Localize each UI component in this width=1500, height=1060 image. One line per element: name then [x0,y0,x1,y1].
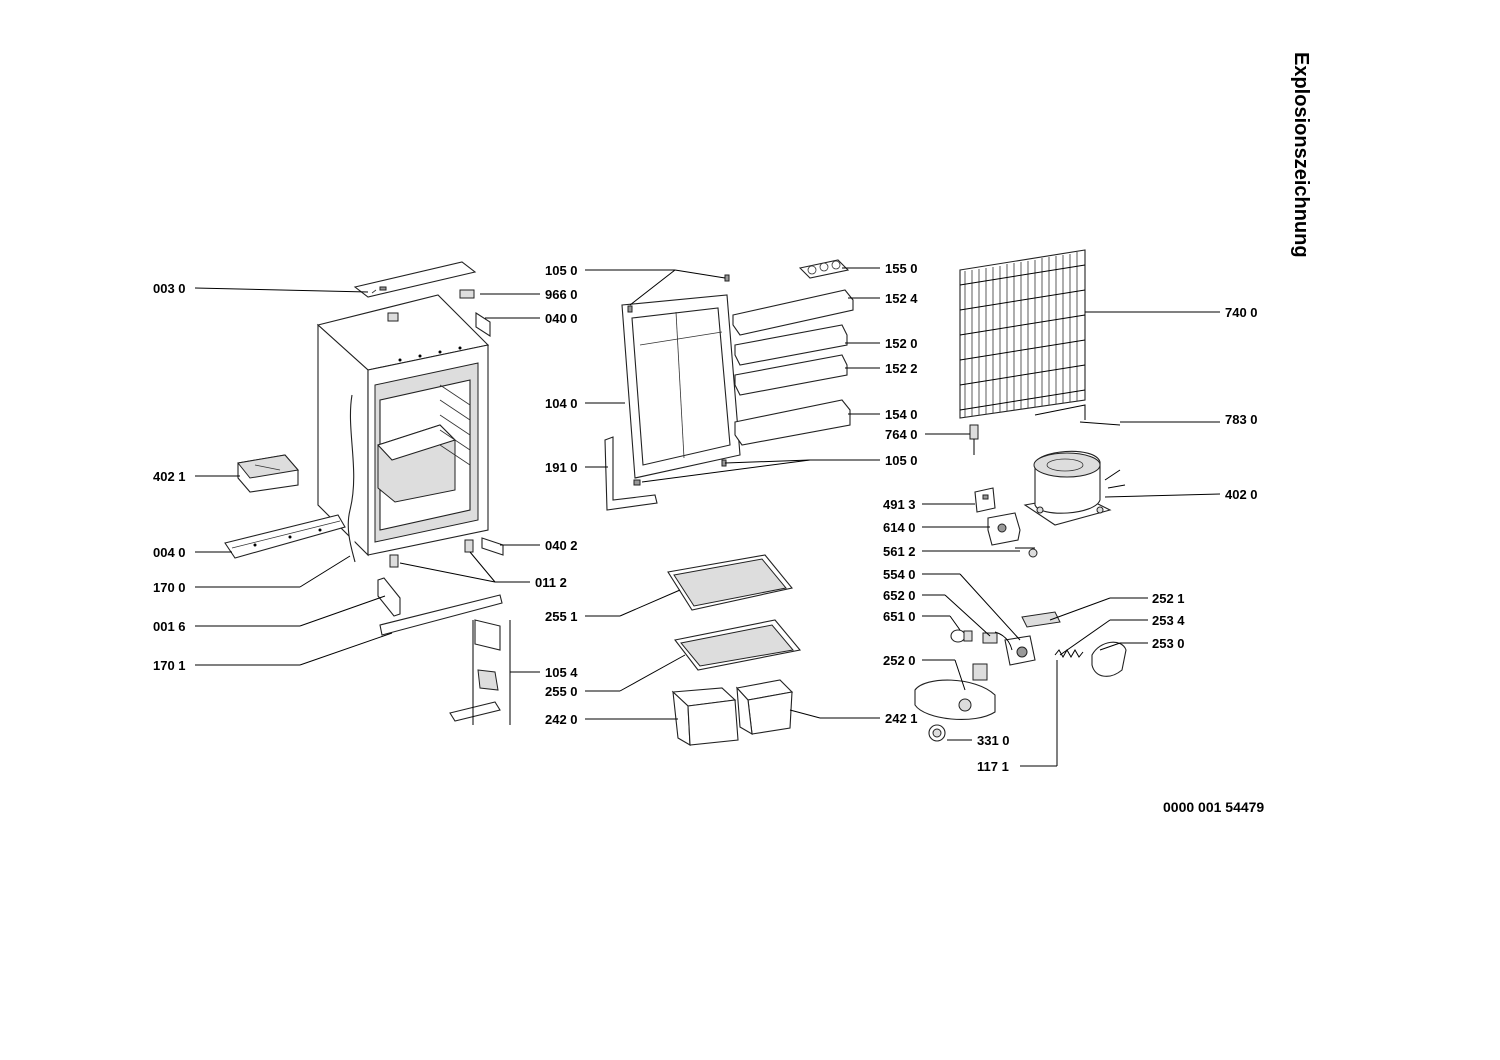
interior-group [667,554,802,746]
top-plate-part [353,261,477,298]
label-105-0-bottom: 105 0 [885,453,918,468]
label-040-0: 040 0 [545,311,578,326]
bracket-part [377,577,401,617]
label-614-0: 614 0 [883,520,916,535]
label-152-0: 152 0 [885,336,918,351]
crisper-right-part [735,679,794,736]
lamp-bulb-part [950,629,973,643]
label-652-0: 652 0 [883,588,916,603]
part-number-labels: 003 0 966 0 040 0 402 1 004 0 170 0 001 … [153,261,1258,774]
relay-part [974,487,996,513]
label-253-0: 253 0 [1152,636,1185,651]
leader-lines [194,267,1221,767]
lamp-holder-part [982,632,998,644]
relay-box-part [237,454,299,493]
knob-part [928,724,946,742]
foot-part [389,539,474,568]
clip-part [1015,547,1038,558]
hinge-set-part [449,619,501,725]
label-402-0: 402 0 [1225,487,1258,502]
cabinet-body-part [316,289,491,557]
cover-cap-part [1091,641,1127,677]
cabinet-group [224,261,504,725]
base-rail-part [224,514,346,559]
label-242-0: 242 0 [545,712,578,727]
door-group [604,274,741,511]
crisper-left-part [671,687,739,746]
label-331-0: 331 0 [977,733,1010,748]
label-001-6: 001 6 [153,619,186,634]
shelf-lid-part [732,289,854,336]
label-764-0: 764 0 [885,427,918,442]
label-105-0-top: 105 0 [545,263,578,278]
light-housing-part [914,663,996,721]
label-255-1: 255 1 [545,609,578,624]
label-966-0: 966 0 [545,287,578,302]
egg-tray-part [798,259,850,279]
capillary-part [1079,421,1121,426]
door-shelves-group [732,259,854,446]
label-242-1: 242 1 [885,711,918,726]
thermostat-part [994,631,1036,666]
label-783-0: 783 0 [1225,412,1258,427]
label-255-0: 255 0 [545,684,578,699]
condenser-part [959,249,1086,420]
label-252-1: 252 1 [1152,591,1185,606]
label-253-4: 253 4 [1152,613,1185,628]
label-554-0: 554 0 [883,567,916,582]
door-seal-part [604,436,658,511]
label-402-1: 402 1 [153,469,186,484]
starter-part [987,512,1021,546]
label-040-2: 040 2 [545,538,578,553]
middle-door-shelf-part [734,354,848,396]
label-170-0: 170 0 [153,580,186,595]
label-252-0: 252 0 [883,653,916,668]
label-105-4: 105 4 [545,665,578,680]
label-003-0: 003 0 [153,281,186,296]
label-740-0: 740 0 [1225,305,1258,320]
label-155-0: 155 0 [885,261,918,276]
label-104-0: 104 0 [545,396,578,411]
label-152-4: 152 4 [885,291,918,306]
label-011-2: 011 2 [535,575,567,590]
label-152-2: 152 2 [885,361,918,376]
lower-hinge-part [481,537,504,556]
label-004-0: 004 0 [153,545,186,560]
drawing-title: Explosionszeichnung [1290,52,1312,258]
label-170-1: 170 1 [153,658,186,673]
label-191-0: 191 0 [545,460,578,475]
label-154-0: 154 0 [885,407,918,422]
upper-door-shelf-part [734,324,848,366]
label-117-1: 117 1 [977,759,1009,774]
kick-strip-part [379,594,503,636]
label-561-2: 561 2 [883,544,916,559]
label-651-0: 651 0 [883,609,916,624]
insulation-pad-part [1021,611,1061,628]
spring-part [1054,648,1084,659]
dryer-part [969,424,979,455]
document-code: 0000 001 54479 [1163,799,1264,815]
compressor-part [1023,450,1126,526]
label-491-3: 491 3 [883,497,916,512]
side-seal-part [347,394,356,563]
bottle-shelf-part [734,399,851,446]
